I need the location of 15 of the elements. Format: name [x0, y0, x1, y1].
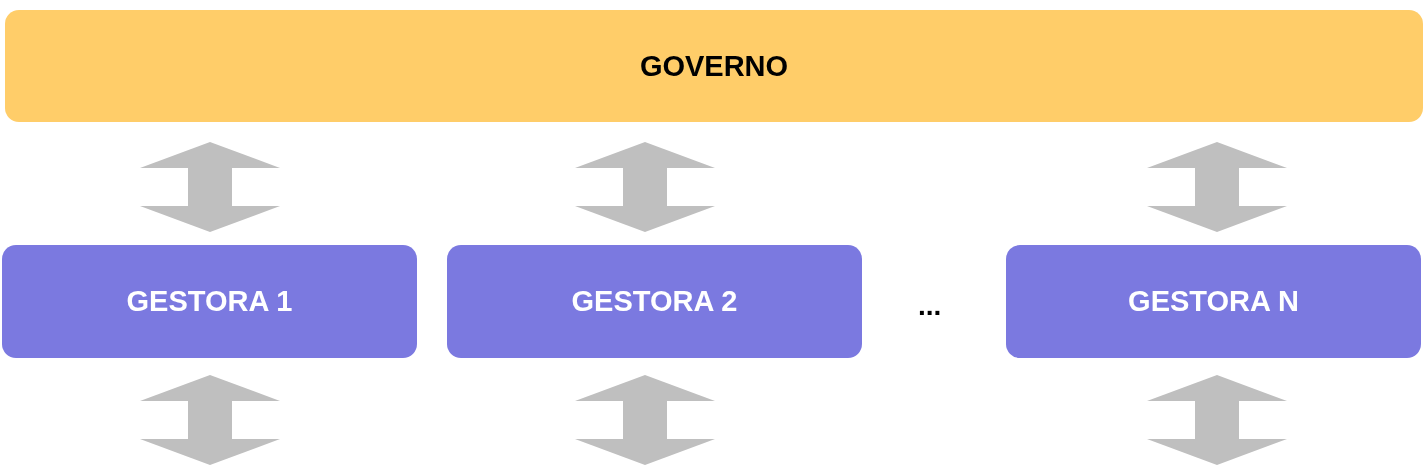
double-arrow [1147, 375, 1287, 465]
double-arrow [1147, 142, 1287, 232]
double-arrow [140, 375, 280, 465]
box-label: GOVERNO [639, 49, 789, 83]
process-box [447, 245, 862, 358]
process-box [1006, 245, 1421, 358]
box-label: GESTORA 1 [126, 285, 293, 318]
double-arrow [140, 142, 280, 232]
ellipsis-text: ... [918, 290, 942, 322]
header-bar [5, 10, 1423, 122]
box-label: GESTORA 2 [571, 285, 738, 318]
double-arrow [575, 142, 715, 232]
process-box [2, 245, 417, 358]
double-arrow [575, 375, 715, 465]
box-label: GESTORA N [1128, 285, 1299, 318]
